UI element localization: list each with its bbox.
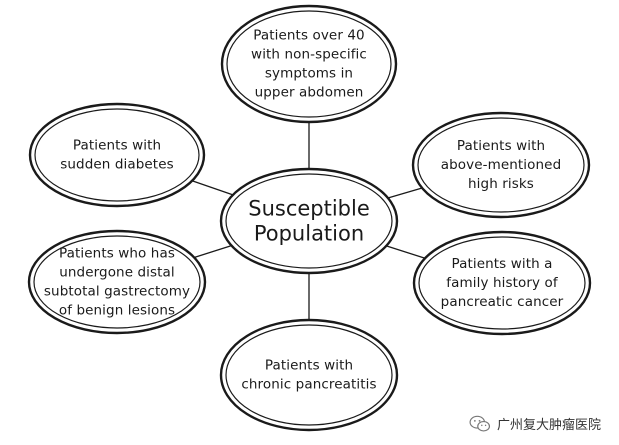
node-lower-left-line-2: undergone distal bbox=[59, 265, 175, 281]
wechat-icon bbox=[469, 415, 491, 432]
node-top-inner-ring bbox=[226, 10, 392, 118]
center-node-line-2: Population bbox=[254, 222, 364, 246]
watermark: 广州复大肿瘤医院 bbox=[464, 412, 605, 435]
node-lower-right: Patients with a family history of pancreat… bbox=[412, 230, 592, 336]
node-upper-right-fill bbox=[413, 113, 589, 217]
node-bottom-inner-ring bbox=[225, 324, 393, 426]
node-top-line-3: symptoms in bbox=[265, 66, 353, 82]
connector-upper-right bbox=[387, 187, 423, 199]
node-lower-right-line-2: family history of bbox=[446, 275, 559, 291]
node-bottom-line-1: Patients with bbox=[265, 358, 353, 374]
node-lower-left: Patients who has undergone distal subtotal… bbox=[27, 229, 207, 335]
node-upper-right-line-1: Patients with bbox=[457, 138, 545, 154]
node-bottom-outer-ring bbox=[219, 318, 399, 432]
node-top-line-2: with non-specific bbox=[251, 47, 367, 63]
node-lower-left-outer-ring bbox=[27, 229, 207, 335]
node-upper-right-inner-ring bbox=[417, 117, 585, 213]
node-top: Patients over 40 with non-specific symptom… bbox=[220, 4, 398, 124]
node-upper-left-inner-ring bbox=[34, 108, 200, 202]
node-lower-left-fill bbox=[29, 231, 205, 333]
node-bottom: Patients with chronic pancreatitis bbox=[219, 318, 399, 432]
connectors bbox=[191, 122, 426, 320]
center-node-outer-ring bbox=[219, 167, 399, 275]
node-upper-left-line-2: sudden diabetes bbox=[60, 157, 173, 173]
node-upper-right-outer-ring bbox=[411, 111, 591, 219]
node-upper-left-outer-ring bbox=[28, 102, 206, 208]
center-node-fill bbox=[221, 169, 397, 273]
connector-lower-right bbox=[386, 245, 426, 259]
node-lower-right-outer-ring bbox=[412, 230, 592, 336]
node-upper-right: Patients with above-mentioned high risks bbox=[411, 111, 591, 219]
center-node-line-1: Susceptible bbox=[248, 197, 370, 221]
center-node-inner-ring bbox=[225, 173, 393, 269]
node-lower-right-line-1: Patients with a bbox=[451, 256, 552, 272]
node-top-fill bbox=[222, 6, 396, 122]
node-lower-left-line-1: Patients who has bbox=[59, 246, 175, 262]
node-top-line-1: Patients over 40 bbox=[253, 28, 365, 44]
connector-upper-left bbox=[191, 180, 234, 196]
node-lower-left-inner-ring bbox=[33, 235, 201, 329]
node-upper-left-fill bbox=[30, 104, 204, 206]
watermark-text: 广州复大肿瘤医院 bbox=[496, 418, 601, 433]
node-lower-left-line-4: of benign lesions bbox=[59, 303, 175, 319]
node-upper-right-line-3: high risks bbox=[468, 176, 534, 192]
node-lower-right-line-3: pancreatic cancer bbox=[441, 294, 564, 310]
node-bottom-fill bbox=[221, 320, 397, 430]
node-upper-left: Patients with sudden diabetes bbox=[28, 102, 206, 208]
node-lower-right-inner-ring bbox=[418, 236, 586, 330]
node-top-line-4: upper abdomen bbox=[255, 85, 364, 101]
node-top-outer-ring bbox=[220, 4, 398, 124]
node-upper-left-line-1: Patients with bbox=[73, 138, 161, 154]
connector-lower-left bbox=[193, 245, 232, 259]
node-lower-left-line-3: subtotal gastrectomy bbox=[44, 284, 190, 300]
node-bottom-line-2: chronic pancreatitis bbox=[241, 377, 376, 393]
node-lower-right-fill bbox=[414, 232, 590, 334]
node-upper-right-line-2: above-mentioned bbox=[441, 157, 562, 173]
